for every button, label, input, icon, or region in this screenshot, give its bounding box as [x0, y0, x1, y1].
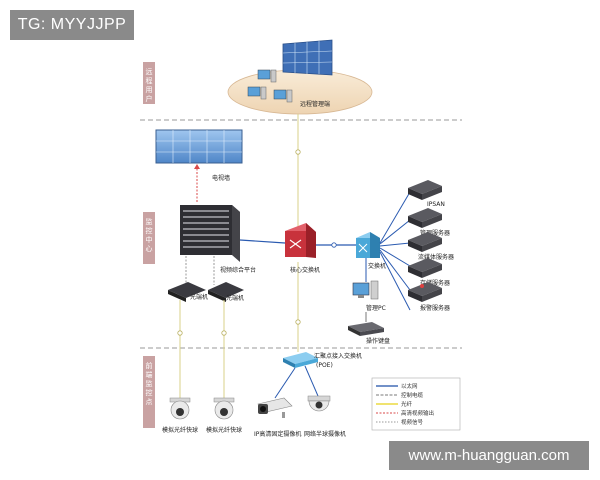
ipsan-device — [408, 180, 442, 200]
alarm-server — [408, 282, 442, 302]
mgmt-pc-label: 管理PC — [366, 304, 386, 312]
fiber-left-node — [177, 330, 183, 336]
optical-left-label: 光端机 — [190, 293, 208, 301]
zone-remote-char-1: 远程用户 — [146, 68, 153, 103]
stream-server — [408, 232, 442, 252]
legend-video-text: 视频信号 — [401, 418, 424, 426]
fiber-right-node — [221, 330, 227, 336]
core-switch-label: 核心交换机 — [290, 266, 320, 274]
optical-transceiver-right — [208, 282, 244, 302]
zone-monitor-label: 监控中心 — [146, 217, 153, 253]
video-wall — [155, 129, 243, 164]
zone-front-label: 前端监控点 — [146, 361, 153, 406]
legend-item-hd: 高清视频输出 — [376, 409, 434, 417]
keyboard-label: 操作键盘 — [366, 337, 390, 345]
poe-cam4-link — [304, 365, 319, 397]
legend-control-text: 控制电缆 — [401, 391, 424, 399]
remote-workstation-3 — [273, 89, 293, 103]
core-switch — [285, 223, 316, 258]
video-platform-chassis — [180, 205, 240, 262]
optical-transceiver-left — [168, 282, 206, 302]
ipsan-label: IPSAN — [427, 201, 445, 208]
stream-server-label: 流媒体服务器 — [418, 253, 454, 261]
poe-switch-label-2: (POE) — [316, 362, 333, 369]
legend: 以太网 控制电缆 光纤 高清视频输出 视频信号 — [371, 377, 461, 431]
storage-server-label: 存储服务器 — [420, 279, 450, 287]
ip-bullet-camera — [257, 397, 293, 418]
cam4-label: 网络半球摄像机 — [304, 430, 346, 438]
legend-item-control: 控制电缆 — [376, 391, 424, 399]
remote-mgmt-label: 远程管理端 — [300, 100, 330, 108]
storage-server — [408, 258, 442, 278]
legend-fiber-text: 光纤 — [401, 400, 413, 408]
analog-dome-camera-2 — [213, 397, 235, 420]
analog-dome-camera-1 — [169, 397, 191, 420]
network-dome-camera — [307, 395, 331, 412]
platform-core-link — [239, 239, 286, 244]
trunk-node-2 — [295, 319, 301, 325]
remote-workstation-2 — [247, 86, 267, 100]
poe-cam3-link — [274, 367, 296, 399]
cam2-label: 模拟光纤快球 — [206, 426, 242, 434]
cam3-label: IP高清固定摄像机 — [254, 430, 301, 438]
poe-switch-label-1: 汇聚点接入交换机 — [314, 352, 362, 360]
access-switch — [356, 232, 380, 258]
legend-ethernet-text: 以太网 — [401, 382, 418, 390]
zone-monitor: 监控中心 — [143, 212, 155, 264]
video-platform-label: 视频综合平台 — [220, 266, 256, 274]
watermark-bottom: www.m-huangguan.com — [389, 441, 589, 470]
alarm-server-label: 报警服务器 — [420, 304, 450, 312]
watermark-top: TG: MYYJJPP — [10, 10, 134, 40]
legend-hd-text: 高清视频输出 — [401, 409, 434, 417]
legend-item-video: 视频信号 — [376, 418, 424, 426]
remote-video-wall — [282, 39, 333, 76]
poe-switch — [283, 352, 318, 368]
server-fanout-links — [379, 191, 411, 311]
cam1-label: 模拟光纤快球 — [162, 426, 198, 434]
optical-right-label: 光端机 — [226, 294, 244, 302]
remote-workstation-1 — [257, 69, 277, 83]
mgmt-server-label: 管理服务器 — [420, 229, 450, 237]
core-switch-link-node — [331, 242, 337, 248]
access-switch-label: 交换机 — [368, 262, 386, 270]
trunk-node-1 — [295, 149, 301, 155]
legend-item-ethernet: 以太网 — [376, 382, 418, 390]
hd-output-arrow — [194, 164, 200, 169]
zone-remote: 远程用户 — [143, 62, 155, 104]
zone-front: 前端监控点 — [143, 356, 155, 428]
mgmt-pc — [352, 280, 379, 300]
mgmt-server — [408, 208, 442, 228]
operation-keyboard — [348, 322, 384, 336]
legend-item-fiber: 光纤 — [376, 400, 413, 408]
video-wall-label: 电视墙 — [212, 174, 230, 182]
